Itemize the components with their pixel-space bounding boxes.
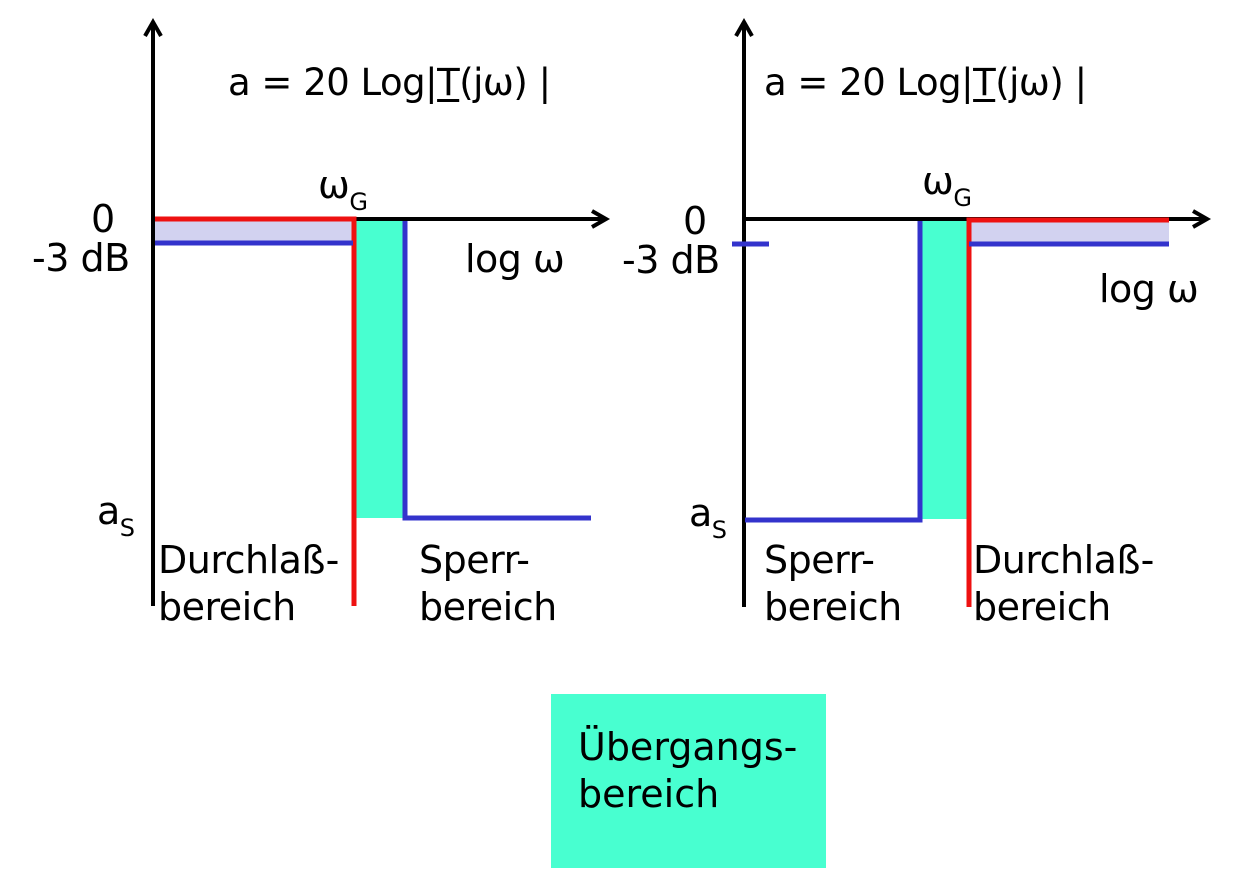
lowpass-y-axis-arrow-icon: [143, 17, 163, 37]
lowpass-omega-sub: G: [349, 188, 368, 216]
lowpass-y-zero-label: 0: [91, 197, 115, 241]
lowpass-stopband-line2: bereich: [419, 585, 557, 629]
lowpass-passband-line1: Durchlaß-: [158, 538, 339, 582]
lowpass-formula-T: T: [437, 61, 460, 104]
lowpass-ideal-curve: [155, 216, 357, 606]
lowpass-passband-line2: bereich: [158, 585, 296, 629]
lowpass-passband-label: Durchlaß-bereich: [158, 537, 339, 631]
lowpass-as-label: aS: [97, 489, 135, 540]
highpass-y-zero-label: 0: [683, 199, 707, 243]
lowpass-formula-suffix: (jω) |: [459, 61, 551, 104]
lowpass-stopband-label: Sperr-bereich: [419, 537, 557, 631]
highpass-diagram: [732, 17, 1212, 607]
transition-legend-line1: Übergangs-: [578, 725, 798, 769]
highpass-stopband-curve: [745, 221, 923, 523]
highpass-x-axis-label: log ω: [1099, 267, 1199, 311]
lowpass-omega: ω: [318, 163, 350, 207]
highpass-passband-line2: bereich: [973, 585, 1111, 629]
highpass-formula-suffix: (jω) |: [995, 61, 1087, 104]
highpass-y-minus3-label: -3 dB: [622, 238, 720, 282]
highpass-omega-g-label: ωG: [922, 159, 972, 210]
lowpass-y-minus3-label: -3 dB: [32, 236, 130, 280]
highpass-passband-label: Durchlaß-bereich: [973, 537, 1154, 631]
highpass-transition-band: [922, 221, 968, 519]
highpass-ideal-curve: [966, 217, 1169, 607]
highpass-passband-line1: Durchlaß-: [973, 538, 1154, 582]
highpass-omega: ω: [922, 159, 954, 203]
lowpass-stopband-line1: Sperr-: [419, 538, 530, 582]
lowpass-a: a: [97, 489, 120, 533]
lowpass-a-sub: S: [119, 514, 135, 542]
highpass-as-label: aS: [689, 491, 727, 542]
lowpass-transition-band: [356, 221, 403, 518]
lowpass-omega-g-label: ωG: [318, 163, 368, 214]
highpass-tolerance-band: [971, 221, 1169, 243]
highpass-stopband-line2: bereich: [764, 585, 902, 629]
highpass-formula: a = 20 Log|T(jω) |: [764, 64, 1087, 101]
lowpass-diagram: [143, 17, 611, 606]
highpass-a: a: [689, 491, 712, 535]
lowpass-formula-prefix: a = 20 Log|: [228, 61, 438, 104]
transition-legend-text: Übergangs- bereich: [578, 724, 797, 818]
highpass-x-axis-arrow-icon: [1192, 209, 1212, 229]
transition-legend-line2: bereich: [578, 772, 720, 816]
lowpass-formula: a = 20 Log|T(jω) |: [228, 64, 551, 101]
highpass-stopband-line1: Sperr-: [764, 538, 875, 582]
highpass-stopband-label: Sperr-bereich: [764, 537, 902, 631]
lowpass-x-axis-arrow-icon: [591, 209, 611, 229]
highpass-formula-T: T: [973, 61, 996, 104]
lowpass-tolerance-band: [155, 221, 353, 242]
highpass-formula-prefix: a = 20 Log|: [764, 61, 974, 104]
lowpass-x-axis-label: log ω: [465, 237, 565, 281]
highpass-y-axis-arrow-icon: [734, 17, 754, 37]
highpass-omega-sub: G: [953, 184, 972, 212]
transition-legend-box: Übergangs- bereich: [551, 694, 826, 868]
highpass-a-sub: S: [711, 516, 727, 544]
lowpass-stopband-curve: [402, 221, 591, 521]
